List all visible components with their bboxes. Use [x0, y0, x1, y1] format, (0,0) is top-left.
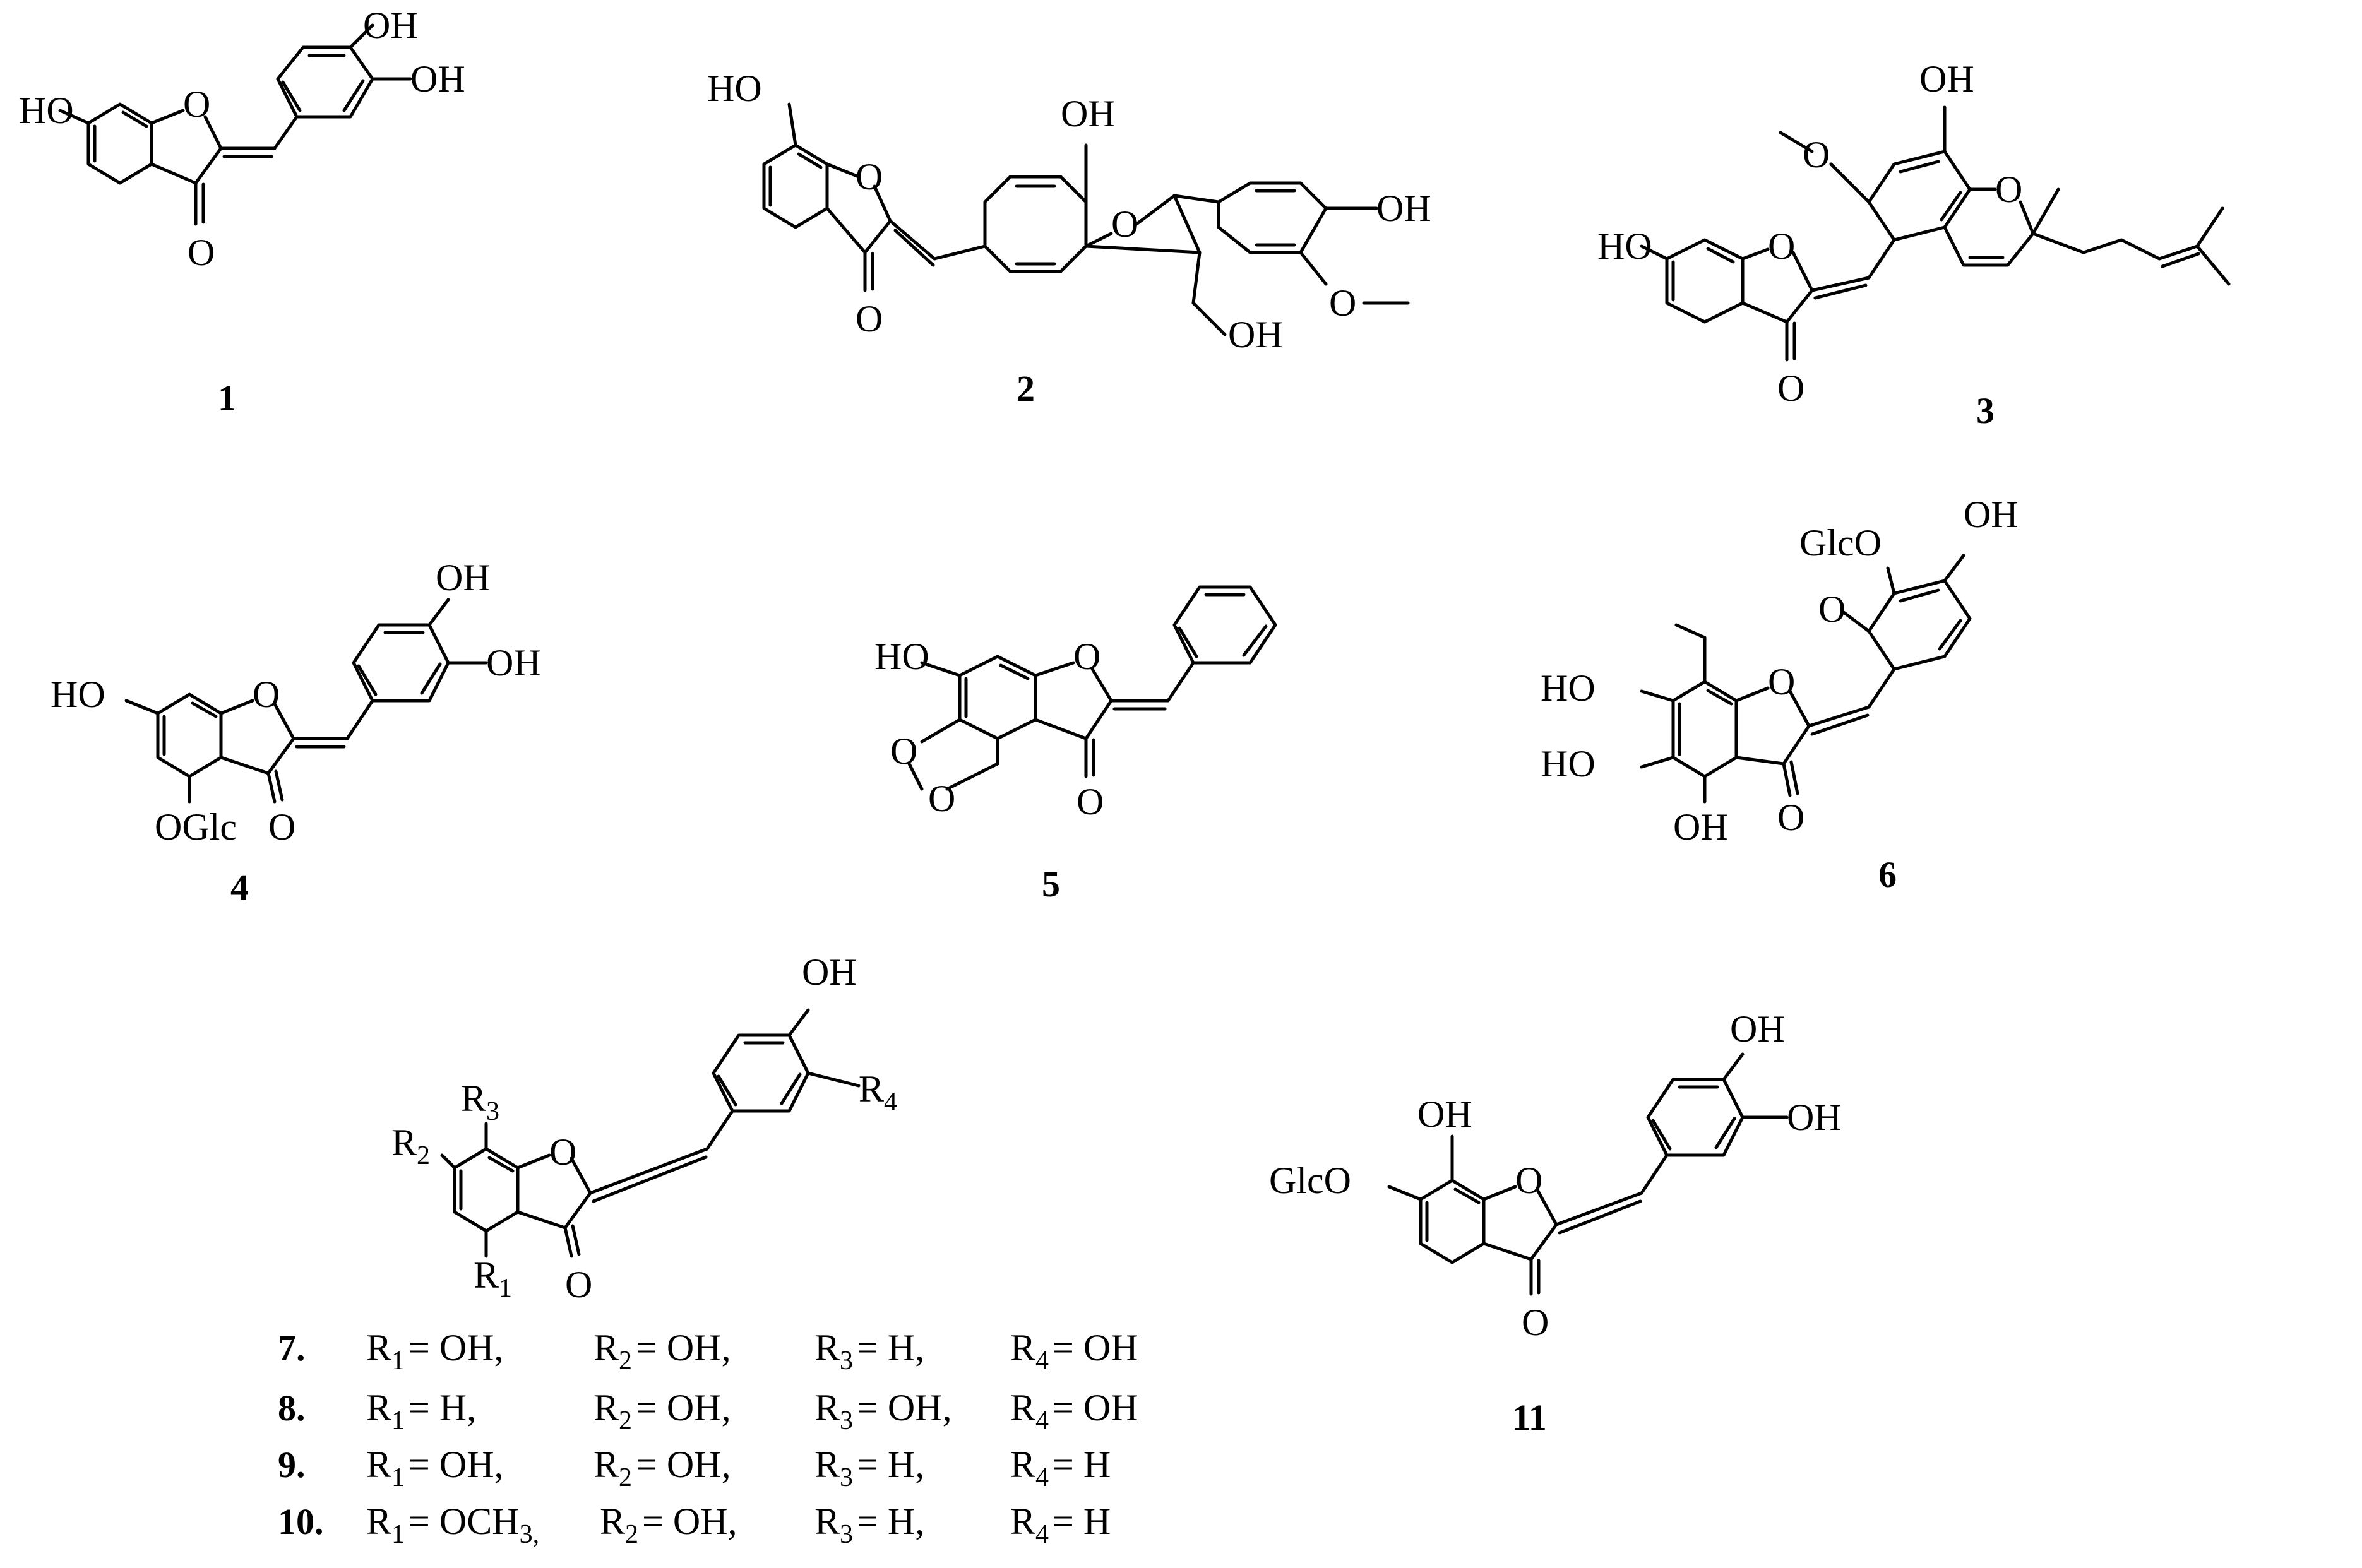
- compound-7-10-scaffold: O O OH R3 R2 R1 R4: [391, 951, 897, 1305]
- c3-ho: HO: [1597, 225, 1652, 267]
- c4-carbonyl-o: O: [268, 806, 295, 848]
- cR-oh: OH: [802, 951, 857, 993]
- c11-oh-right: OH: [1787, 1096, 1842, 1138]
- table-row: 10. R1= OCH3, R2= OH, R3= H, R4= H: [278, 1500, 1111, 1549]
- compound-1-structure: O O OH OH HO 1: [19, 4, 465, 419]
- c2-ring-o-right: O: [1111, 203, 1138, 245]
- c1-oh-right: OH: [410, 58, 465, 100]
- compound-2-structure: HO O O OH O OH O OH 2: [707, 68, 1431, 409]
- row-10-r1: R1= OCH3,: [366, 1500, 539, 1549]
- cR-carbonyl-o: O: [565, 1264, 592, 1305]
- c2-ho: HO: [707, 68, 762, 109]
- table-row: 9. R1= OH, R2= OH, R3= H, R4= H: [278, 1444, 1111, 1492]
- row-10-number: 10.: [278, 1501, 324, 1542]
- c5-ring-o: O: [1073, 636, 1100, 677]
- c11-oh-top: OH: [1730, 1008, 1785, 1050]
- c11-oh-left: OH: [1417, 1093, 1472, 1135]
- row-9-r1: R1= OH,: [366, 1444, 504, 1492]
- row-9-r2: R2= OH,: [593, 1444, 731, 1492]
- substituent-table: 7. R1= OH, R2= OH, R3= H, R4= OH 8. R1= …: [278, 1327, 1138, 1549]
- c6-ho-bottom: HO: [1541, 743, 1596, 785]
- compound-2-label: 2: [1017, 368, 1035, 409]
- c4-oh-right: OH: [486, 642, 541, 684]
- c2-carbonyl-o: O: [856, 298, 883, 340]
- row-7-number: 7.: [278, 1327, 306, 1369]
- c3-ome: O: [1803, 134, 1830, 175]
- row-8-r4: R4= OH: [1010, 1387, 1138, 1435]
- row-9-r3: R3= H,: [814, 1444, 924, 1492]
- c1-ring-o: O: [183, 83, 210, 125]
- c4-oglc: OGlc: [155, 806, 237, 848]
- c2-ome: O: [1329, 282, 1356, 324]
- c11-carbonyl-o: O: [1522, 1302, 1549, 1343]
- c11-glco: GlcO: [1269, 1160, 1351, 1201]
- row-8-number: 8.: [278, 1387, 306, 1428]
- c3-oh: OH: [1919, 58, 1974, 100]
- cR-ring-o: O: [549, 1131, 576, 1173]
- c4-ring-o: O: [253, 674, 280, 715]
- compound-3-structure: HO O O O OH O 3: [1597, 58, 2231, 431]
- compound-6-label: 6: [1878, 854, 1897, 895]
- row-9-number: 9.: [278, 1444, 306, 1485]
- cR-r3: R3: [461, 1078, 499, 1126]
- cR-r4: R4: [859, 1068, 897, 1117]
- c6-carbonyl-o: O: [1777, 797, 1804, 838]
- compound-5-structure: HO O O O O 5: [874, 585, 1277, 905]
- c5-carbonyl-o: O: [1077, 781, 1104, 823]
- row-10-r3: R3= H,: [814, 1500, 924, 1549]
- c2-ch2oh: OH: [1228, 314, 1283, 355]
- compound-6-structure: HO HO OH O O O GlcO OH 6: [1541, 494, 2019, 895]
- row-7-r2: R2= OH,: [593, 1327, 731, 1375]
- compound-5-label: 5: [1042, 864, 1060, 905]
- c1-oh-top: OH: [363, 4, 418, 46]
- c6-ho-top: HO: [1541, 667, 1596, 709]
- row-8-r1: R1= H,: [366, 1387, 476, 1435]
- row-8-r3: R3= OH,: [814, 1387, 952, 1435]
- c2-ring-o-left: O: [856, 156, 883, 198]
- c5-dioxole-o-top: O: [890, 730, 917, 772]
- c2-oh-aryl: OH: [1376, 187, 1431, 229]
- row-9-r4: R4= H: [1010, 1444, 1111, 1492]
- c3-carbonyl-o: O: [1777, 367, 1804, 409]
- row-7-r1: R1= OH,: [366, 1327, 504, 1375]
- c4-ho: HO: [51, 674, 105, 715]
- c5-dioxole-o-bottom: O: [928, 778, 955, 819]
- c5-ho: HO: [874, 636, 929, 677]
- c6-ome-aryl: O: [1818, 588, 1846, 630]
- c1-carbonyl-o: O: [188, 232, 215, 273]
- c11-ring-o: O: [1515, 1160, 1542, 1201]
- c6-oh-aryl: OH: [1964, 494, 2019, 535]
- row-10-r4: R4= H: [1010, 1500, 1111, 1549]
- cR-r2: R2: [391, 1122, 430, 1170]
- c4-oh-top: OH: [436, 557, 491, 598]
- compound-11-structure: GlcO OH O O OH OH 11: [1269, 1008, 1842, 1438]
- c3-pyran-o: O: [1995, 169, 2022, 210]
- compound-1-label: 1: [218, 377, 236, 419]
- row-10-r2: R2= OH,: [600, 1500, 737, 1549]
- c3-ring-o: O: [1768, 225, 1795, 267]
- compound-11-label: 11: [1512, 1397, 1547, 1438]
- table-row: 8. R1= H, R2= OH, R3= OH, R4= OH: [278, 1387, 1138, 1435]
- row-8-r2: R2= OH,: [593, 1387, 731, 1435]
- compound-4-label: 4: [230, 867, 249, 908]
- row-7-r3: R3= H,: [814, 1327, 924, 1375]
- row-7-r4: R4= OH: [1010, 1327, 1138, 1375]
- compound-4-structure: HO O O OGlc OH OH 4: [51, 557, 541, 908]
- cR-r1: R1: [474, 1254, 512, 1303]
- c6-ring-o: O: [1768, 661, 1795, 703]
- c6-glco: GlcO: [1799, 522, 1882, 564]
- c6-oh-bottom: OH: [1673, 806, 1728, 848]
- c2-oh-top: OH: [1061, 93, 1116, 134]
- compound-3-label: 3: [1976, 390, 1995, 431]
- c1-ho: HO: [19, 90, 74, 131]
- table-row: 7. R1= OH, R2= OH, R3= H, R4= OH: [278, 1327, 1138, 1375]
